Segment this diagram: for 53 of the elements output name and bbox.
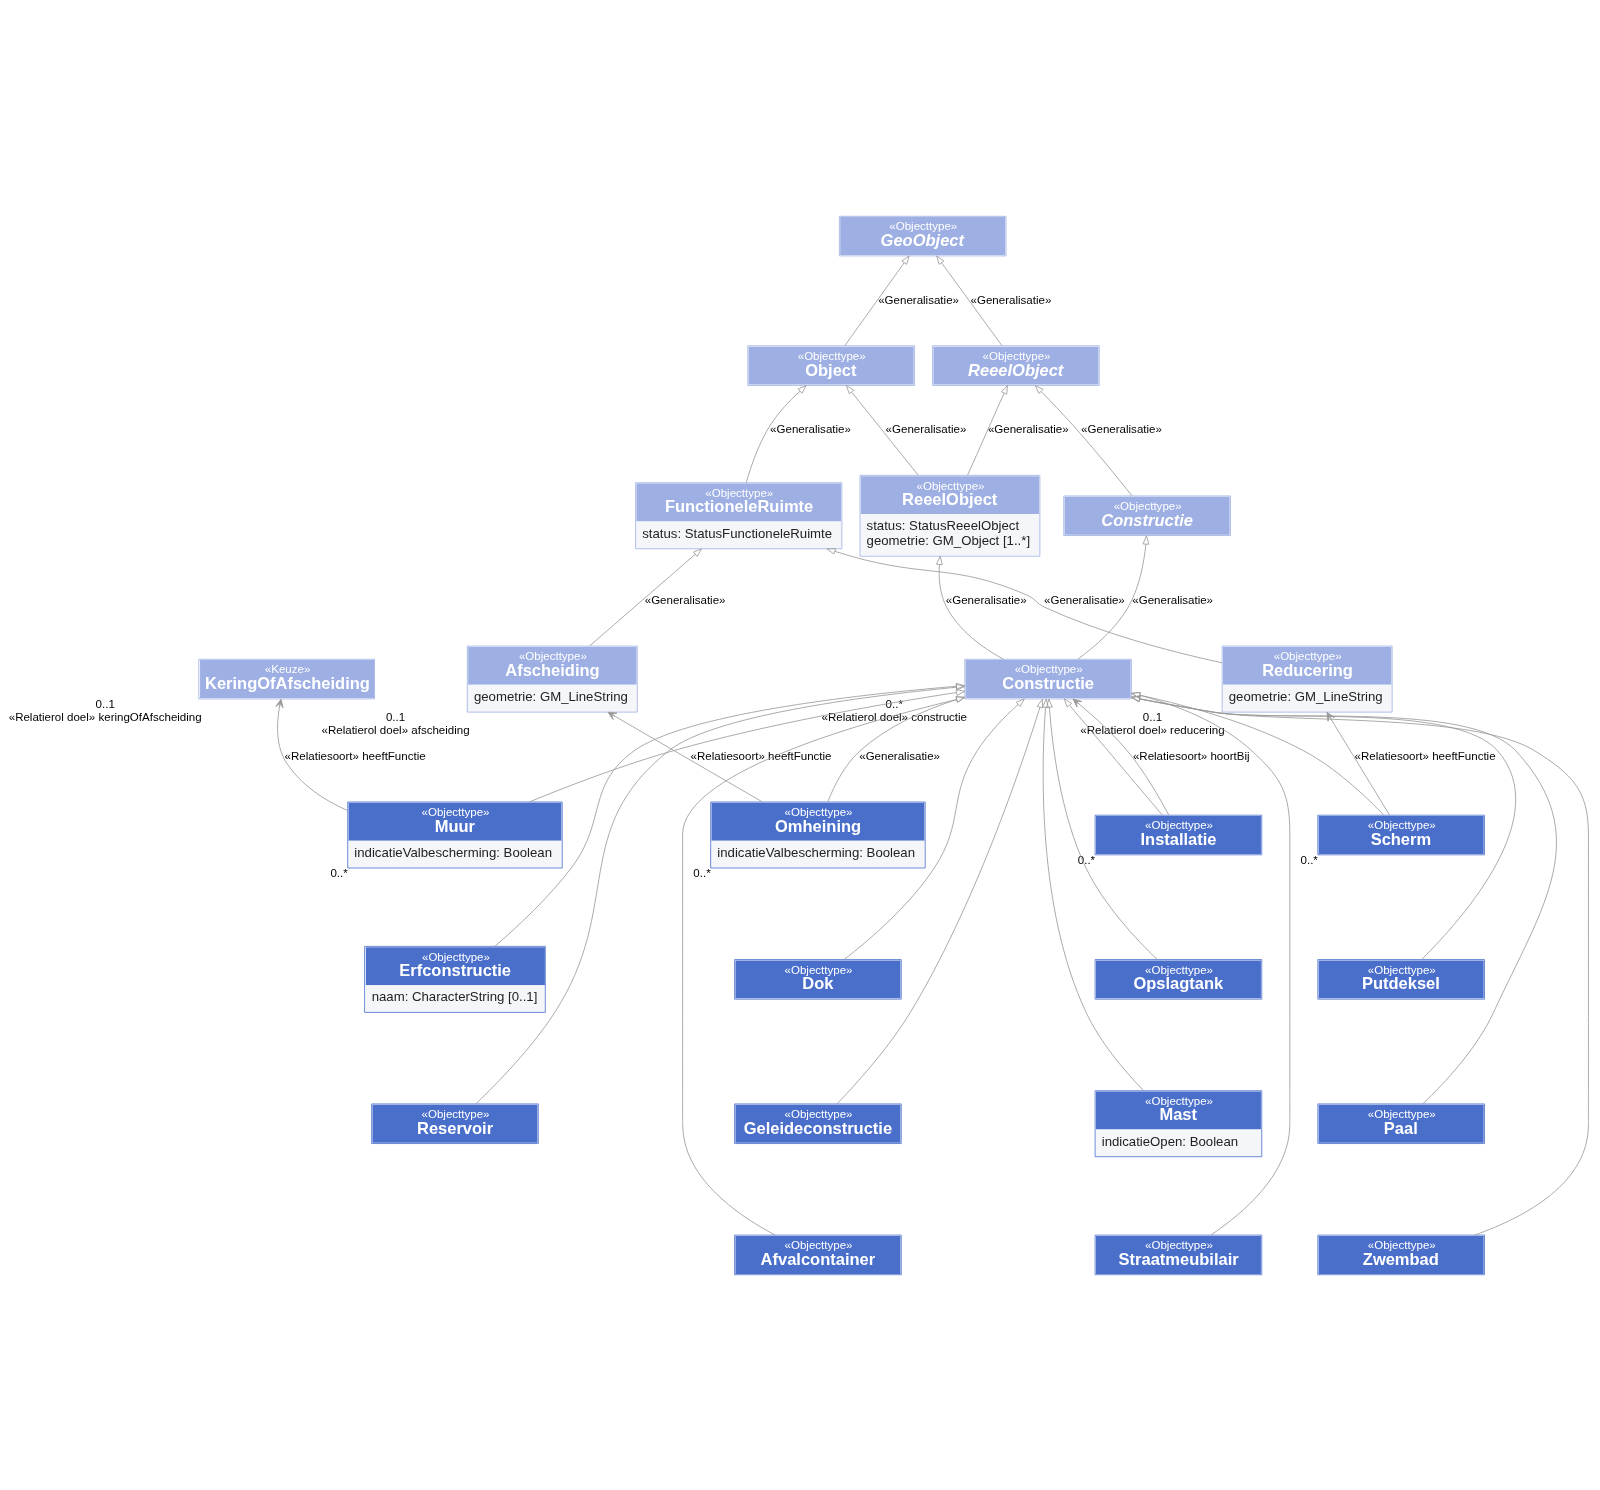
arrow bbox=[844, 255, 910, 346]
edge-label: «Generalisatie» bbox=[1044, 593, 1125, 606]
arrow bbox=[1131, 695, 1589, 1235]
edge-label: «Generalisatie» bbox=[859, 749, 940, 762]
node-label: 0..1 bbox=[385, 710, 406, 723]
node-label: 0..1 bbox=[1142, 710, 1163, 723]
arrow bbox=[967, 384, 1008, 476]
arrow bbox=[745, 384, 807, 483]
node-label: 0..1 bbox=[95, 697, 115, 710]
arrow bbox=[1034, 384, 1133, 496]
arrow bbox=[1077, 535, 1150, 659]
arrow bbox=[1131, 691, 1291, 1235]
node-label: «Relatierol doel» constructie bbox=[821, 710, 968, 722]
edge-label: «Generalisatie» bbox=[987, 422, 1069, 435]
arrow bbox=[1131, 695, 1557, 1104]
edge-label: «Generalisatie» bbox=[770, 422, 851, 435]
node-label: 0..* bbox=[1077, 853, 1096, 866]
arrow bbox=[494, 682, 965, 947]
edge-label: «Relatiesoort» hoortBij bbox=[1132, 749, 1250, 762]
arrow bbox=[936, 555, 1004, 660]
edge-label: «Generalisatie» bbox=[1132, 593, 1214, 606]
node-label: «Relatierol doel» keringOfAfscheiding bbox=[8, 710, 202, 722]
arrow bbox=[475, 683, 966, 1104]
arrow bbox=[682, 695, 966, 1235]
node-label: 0..* bbox=[1300, 853, 1318, 866]
arrow bbox=[275, 698, 348, 811]
arrow bbox=[1042, 698, 1144, 1091]
arrow bbox=[936, 255, 1003, 346]
edge-label: «Relatiesoort» heeftFunctie bbox=[1354, 749, 1496, 762]
edge-label: «Generalisatie» bbox=[1081, 422, 1162, 435]
node-label: 0..* bbox=[693, 866, 711, 879]
node-label: 0..* bbox=[885, 697, 903, 710]
edge-label: «Generalisatie» bbox=[878, 293, 959, 306]
edge-label: «Generalisatie» bbox=[885, 422, 967, 435]
arrow bbox=[1131, 694, 1516, 960]
edge-label: «Generalisatie» bbox=[644, 593, 726, 606]
arrow bbox=[846, 384, 919, 476]
arrow bbox=[836, 698, 1044, 1104]
node-label: «Relatierol doel» reducering bbox=[1080, 723, 1225, 736]
arrow bbox=[607, 711, 763, 802]
edge-label: «Relatiesoort» heeftFunctie bbox=[284, 749, 426, 762]
node-label: 0..* bbox=[330, 866, 348, 879]
arrow bbox=[1046, 698, 1158, 960]
arrow bbox=[843, 698, 1025, 960]
arrow bbox=[1131, 691, 1385, 815]
arrow bbox=[589, 547, 702, 646]
arrow bbox=[826, 547, 1223, 663]
edge-label: «Relatiesoort» heeftFunctie bbox=[690, 749, 832, 762]
edge-label: «Generalisatie» bbox=[970, 293, 1052, 306]
edge-label: «Generalisatie» bbox=[945, 593, 1027, 606]
arrow bbox=[528, 688, 966, 802]
node-label: «Relatierol doel» afscheiding bbox=[321, 723, 470, 736]
arrow bbox=[827, 695, 965, 802]
